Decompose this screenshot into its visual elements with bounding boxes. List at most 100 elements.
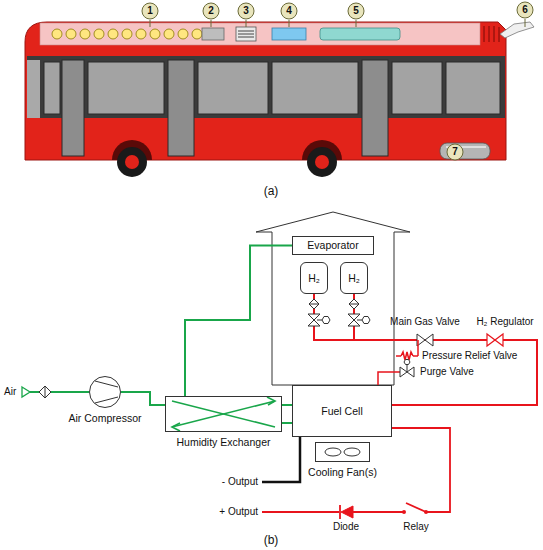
relay-terminal <box>424 510 428 514</box>
positive-output-wire <box>406 503 426 512</box>
component-label: Relay <box>403 521 429 533</box>
air-inlet <box>22 387 30 397</box>
purge-valve <box>378 372 400 385</box>
bus-door <box>168 60 194 156</box>
cooling-module <box>272 28 306 40</box>
valve-label: Purge Valve <box>420 366 474 378</box>
converter-stripes <box>238 37 254 38</box>
node-label: H₂ <box>308 272 320 284</box>
bus-window <box>88 62 164 114</box>
fuel-cell-box: Fuel Cell <box>292 385 392 437</box>
terminal-label: + Output <box>219 506 258 518</box>
tank-valve <box>322 317 330 324</box>
callout-circle <box>142 2 533 160</box>
bus-grille <box>498 27 499 42</box>
humidity-exchanger: Humidity Exchanger <box>165 396 282 432</box>
exhaust-arrow-housing <box>256 212 410 385</box>
bus-grille <box>484 26 499 42</box>
diode-symbol <box>339 505 341 519</box>
bus-illustration <box>25 22 506 160</box>
hydrogen-cylinder <box>94 29 104 39</box>
node-label: Fuel Cell <box>321 405 362 417</box>
node-label: Air Compressor <box>69 412 142 424</box>
air-line <box>121 392 165 405</box>
callout-number: 2 <box>208 5 214 17</box>
positive-output-wire <box>353 511 404 513</box>
callout-circle <box>203 3 219 19</box>
leader-line <box>356 20 357 27</box>
compressor-symbol <box>95 381 118 403</box>
bus-window <box>272 62 358 114</box>
pressure-relief-valve <box>401 352 413 360</box>
callout-number: 4 <box>286 5 292 17</box>
main-gas-valve <box>417 334 433 346</box>
bus-window <box>198 62 268 114</box>
air-inlet <box>39 386 51 398</box>
air-inlet <box>30 391 39 393</box>
positive-output-wire <box>262 511 339 513</box>
wheel-hub <box>315 155 329 169</box>
panel-label: (b) <box>264 534 279 548</box>
tank-valve <box>317 320 322 321</box>
regulator-label: H₂ Regulator <box>476 316 533 328</box>
tank-valve <box>357 320 362 321</box>
bus-window <box>44 62 500 114</box>
tank-valve <box>308 299 370 326</box>
bus-illustration <box>25 2 534 177</box>
air-line <box>185 246 292 397</box>
relay-terminal <box>402 510 406 514</box>
leader-line <box>525 19 526 27</box>
leader-line <box>211 20 212 27</box>
converter-stripes <box>238 31 254 37</box>
node-label: H₂ <box>348 272 360 284</box>
hydrogen-cylinder <box>122 29 132 39</box>
wheel-hub <box>125 155 139 169</box>
air-compressor: Air Compressor <box>89 376 121 408</box>
hydrogen-cylinder <box>164 29 174 39</box>
node-label: Evaporator <box>307 239 358 251</box>
tank-valve <box>349 304 359 305</box>
bus-grille <box>488 26 489 42</box>
node-label: Humidity Exchanger <box>177 436 271 448</box>
h2-regulator <box>487 334 503 346</box>
bus-illustration <box>27 56 505 118</box>
hydrogen-cylinder <box>80 29 90 39</box>
pressure-relief-valve <box>396 355 401 357</box>
pressure-relief-valve <box>396 340 418 360</box>
tank-valve <box>362 317 370 324</box>
converter-stripes <box>238 34 254 35</box>
air-inlet <box>51 391 89 393</box>
callout-number: 1 <box>147 5 153 17</box>
pressure-relief-valve <box>413 355 418 357</box>
hydrogen-cylinder <box>150 29 160 39</box>
positive-output-wire <box>392 428 450 512</box>
hydrogen-tank: H₂ <box>340 262 368 294</box>
converter-stripes <box>238 31 254 32</box>
hydrogen-cylinder <box>136 29 146 39</box>
callout-circle <box>447 144 463 160</box>
motor-unit <box>440 143 490 159</box>
air-line <box>282 422 292 424</box>
component-label: Diode <box>333 521 359 533</box>
tank-valve <box>309 304 319 305</box>
purge-valve <box>378 360 414 386</box>
leader-line <box>289 20 290 27</box>
positive-output-wire <box>262 428 450 512</box>
callout-number: 7 <box>452 146 458 158</box>
bus-door <box>62 60 84 156</box>
bus-window <box>446 62 500 114</box>
air-line <box>282 404 292 406</box>
bus-window <box>44 62 60 114</box>
callout-circle <box>238 3 254 19</box>
wheel <box>307 147 337 177</box>
air-inlet <box>22 386 89 398</box>
hydrogen-cylinder <box>108 29 118 39</box>
bus-illustration <box>40 23 480 45</box>
exchanger-crossflow <box>172 423 180 431</box>
exchanger-crossflow <box>172 401 275 427</box>
fan-symbol <box>325 448 360 456</box>
callout-circle <box>348 3 364 19</box>
hydrogen-tank: H₂ <box>300 262 328 294</box>
